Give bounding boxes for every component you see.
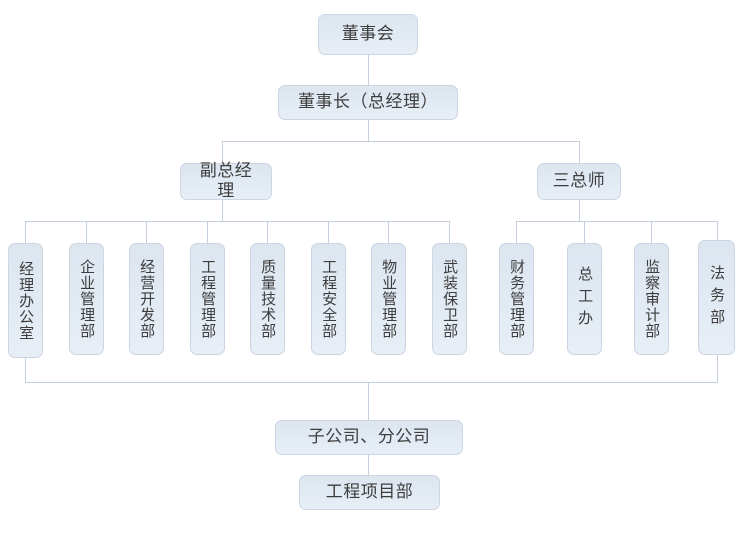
connector-bus-to-chiefs xyxy=(579,141,580,163)
dept-box-3[interactable]: 经营开发部 xyxy=(129,243,164,355)
connector-subsidiary-to-project xyxy=(368,455,369,475)
connector-level2-bus xyxy=(222,141,580,142)
dept-box-4[interactable]: 工程管理部 xyxy=(190,243,225,355)
connector-bus-to-deputy xyxy=(222,141,223,163)
connector-dept-stem-5 xyxy=(267,221,268,243)
connector-bottom-bus xyxy=(25,382,718,383)
dept-box-1[interactable]: 经理办公室 xyxy=(8,243,43,358)
dept-box-7[interactable]: 物业管理部 xyxy=(371,243,406,355)
connector-dept-stem-11 xyxy=(651,221,652,243)
node-board[interactable]: 董事会 xyxy=(318,14,418,55)
connector-dept-stem-6 xyxy=(328,221,329,243)
connector-board-to-chairman xyxy=(368,55,369,85)
connector-right-dept-bus xyxy=(516,221,718,222)
node-three-chiefs[interactable]: 三总师 xyxy=(537,163,621,200)
node-subsidiary[interactable]: 子公司、分公司 xyxy=(275,420,463,455)
connector-dept-stem-4 xyxy=(207,221,208,243)
connector-chiefs-down xyxy=(579,200,580,222)
dept-box-11[interactable]: 监察审计部 xyxy=(634,243,669,355)
connector-dept-stem-7 xyxy=(388,221,389,243)
node-deputy-gm[interactable]: 副总经理 xyxy=(180,161,272,200)
connector-dept-stem-2 xyxy=(86,221,87,243)
connector-dept-stem-9 xyxy=(516,221,517,243)
connector-deputy-down xyxy=(222,200,223,222)
connector-last-dept-down xyxy=(717,355,718,383)
connector-first-dept-down xyxy=(25,358,26,383)
dept-box-9[interactable]: 财务管理部 xyxy=(499,243,534,355)
dept-box-6[interactable]: 工程安全部 xyxy=(311,243,346,355)
connector-chairman-down xyxy=(368,120,369,142)
connector-dept-stem-8 xyxy=(449,221,450,243)
dept-box-10[interactable]: 总工办 xyxy=(567,243,602,355)
connector-dept-stem-12 xyxy=(717,221,718,243)
dept-box-8[interactable]: 武装保卫部 xyxy=(432,243,467,355)
node-project-dept[interactable]: 工程项目部 xyxy=(299,475,440,510)
connector-bus-to-subsidiary xyxy=(368,382,369,420)
connector-dept-stem-10 xyxy=(584,221,585,243)
connector-left-dept-bus xyxy=(25,221,450,222)
node-chairman[interactable]: 董事长（总经理） xyxy=(278,85,458,120)
dept-box-12[interactable]: 法务部 xyxy=(698,240,735,355)
connector-dept-stem-1 xyxy=(25,221,26,243)
dept-box-5[interactable]: 质量技术部 xyxy=(250,243,285,355)
dept-box-2[interactable]: 企业管理部 xyxy=(69,243,104,355)
connector-dept-stem-3 xyxy=(146,221,147,243)
